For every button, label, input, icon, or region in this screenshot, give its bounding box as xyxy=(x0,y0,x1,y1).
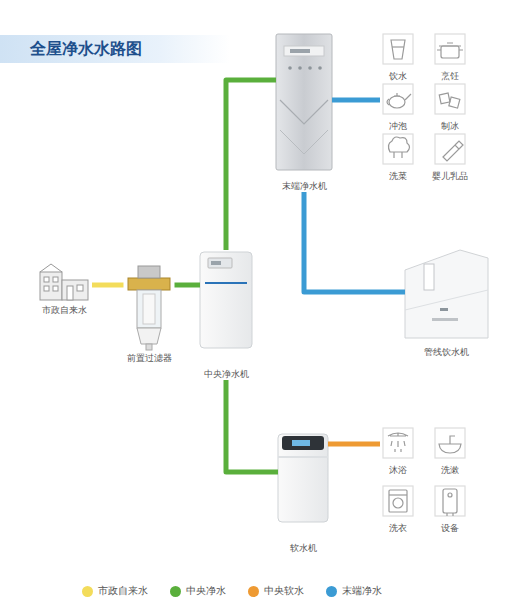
water-pipe xyxy=(226,80,276,250)
water-pipe xyxy=(226,380,278,472)
device-box: 中央净水机 xyxy=(200,250,252,380)
device-box: 末端净水机 xyxy=(276,32,332,192)
legend-item: 末端净水 xyxy=(326,584,382,598)
legend-label: 中央软水 xyxy=(264,584,304,598)
building-icon xyxy=(40,264,88,300)
node-label: 洗漱 xyxy=(440,465,460,476)
use-icon-box: 设备 xyxy=(432,486,468,534)
legend-item: 市政自来水 xyxy=(82,584,148,598)
legend-item: 中央净水 xyxy=(170,584,226,598)
node-label: 饮水 xyxy=(388,71,408,82)
device-box: 前置过滤器 xyxy=(124,264,175,364)
pipeline-dispenser-figure xyxy=(405,250,488,338)
node-label: 洗衣 xyxy=(388,523,408,534)
legend-item: 中央软水 xyxy=(248,584,304,598)
node-label: 沐浴 xyxy=(388,465,408,476)
legend-swatch xyxy=(326,586,337,597)
use-icon-box: 沐浴 xyxy=(380,428,416,476)
water-pipe xyxy=(175,283,201,288)
node-label: 软水机 xyxy=(289,543,318,554)
prefilter-figure xyxy=(128,266,170,350)
use-icon-box: 洗漱 xyxy=(432,428,468,476)
softener-figure xyxy=(278,434,328,522)
use-icon-box: 饮水 xyxy=(380,34,416,82)
node-label: 冲泡 xyxy=(388,121,408,132)
water-pipe xyxy=(328,442,380,447)
node-label: 末端净水机 xyxy=(281,181,328,192)
device-box: 管线饮水机 xyxy=(405,248,488,358)
water-pipe xyxy=(92,283,124,288)
water-pipe xyxy=(332,98,380,103)
node-label: 制冰 xyxy=(440,121,460,132)
node-label: 烹饪 xyxy=(440,71,460,82)
legend-label: 末端净水 xyxy=(342,584,382,598)
title-band xyxy=(0,35,230,63)
node-label: 市政自来水 xyxy=(41,305,88,316)
legend-swatch xyxy=(248,586,259,597)
use-icon-box: 冲泡 xyxy=(380,84,416,132)
use-icon-box: 制冰 xyxy=(432,84,468,132)
legend-label: 中央净水 xyxy=(186,584,226,598)
central-purifier-figure xyxy=(200,252,252,348)
use-icon-box: 洗菜 xyxy=(380,134,416,182)
use-icons xyxy=(383,34,465,516)
node-label: 设备 xyxy=(440,523,460,534)
water-pipe xyxy=(304,192,405,292)
legend-label: 市政自来水 xyxy=(98,584,148,598)
use-icon-box: 烹饪 xyxy=(432,34,468,82)
terminal-purifier-figure xyxy=(276,34,332,170)
node-label: 中央净水机 xyxy=(203,369,250,380)
node-label: 管线饮水机 xyxy=(423,347,470,358)
diagram-title: 全屋净水水路图 xyxy=(30,39,142,60)
node-label: 前置过滤器 xyxy=(126,353,173,364)
device-box: 软水机 xyxy=(278,432,328,554)
legend-swatch xyxy=(170,586,181,597)
legend: 市政自来水 中央净水 中央软水 末端净水 xyxy=(82,584,382,598)
node-label: 婴儿乳品 xyxy=(431,171,469,182)
node-label: 洗菜 xyxy=(388,171,408,182)
device-box: 市政自来水 xyxy=(36,262,92,316)
use-icon-box: 洗衣 xyxy=(380,486,416,534)
legend-swatch xyxy=(82,586,93,597)
use-icon-box: 婴儿乳品 xyxy=(429,134,471,182)
